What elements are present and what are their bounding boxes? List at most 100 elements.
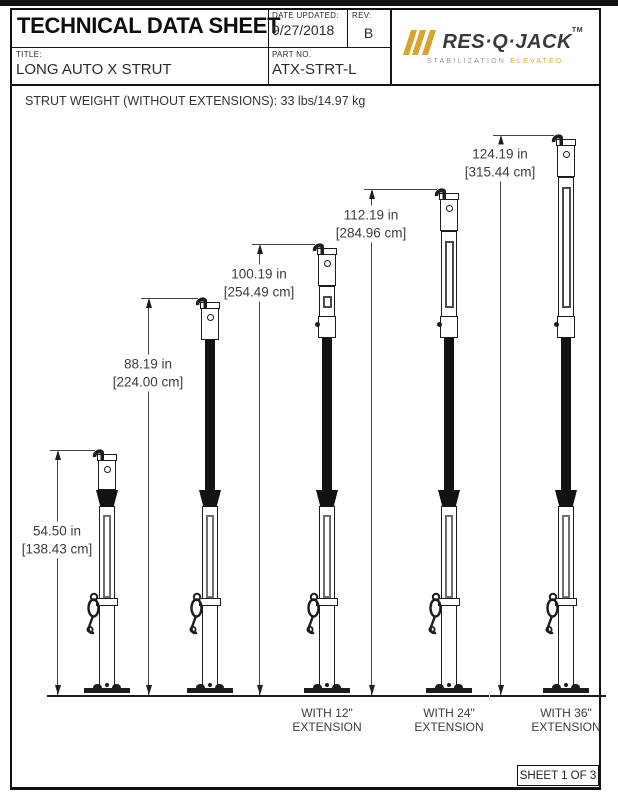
strut-36in-extension-dimension-arrow-down bbox=[497, 685, 504, 695]
strut-collapsed-dimension-arrow-down bbox=[54, 685, 61, 695]
strut-collapsed-dimension-arrow-up bbox=[54, 450, 61, 460]
strut-full-extended-dimension-line bbox=[148, 300, 149, 695]
tagline-stabilization: STABILIZATION bbox=[426, 57, 506, 65]
strut-12in-extension-base-claw-left bbox=[313, 684, 322, 689]
strut-collapsed-base-pin bbox=[105, 683, 109, 687]
strut-36in-extension-extension-line bbox=[493, 135, 554, 136]
strut-collapsed-base-plate bbox=[84, 688, 130, 693]
strut-36in-extension-base-plate bbox=[543, 688, 589, 693]
strut-full-extended-head-block bbox=[201, 308, 219, 340]
date-updated-label: DATE UPDATED: bbox=[272, 11, 339, 20]
strut-12in-extension-caption: WITH 12" EXTENSION bbox=[292, 706, 362, 735]
strut-12in-extension-extension-joint bbox=[318, 316, 336, 338]
strut-12in-extension-dimension-arrow-down bbox=[256, 685, 263, 695]
strut-24in-extension-head-cap bbox=[439, 193, 459, 200]
strut-24in-extension-head-hook-icon bbox=[433, 186, 447, 199]
strut-full-extended-head-hook-icon bbox=[194, 295, 208, 308]
strut-24in-extension-dimension-line bbox=[371, 191, 372, 695]
strut-36in-extension-base-claw-right bbox=[571, 684, 580, 689]
strut-24in-extension-dimension-arrow-up bbox=[368, 189, 375, 199]
strut-12in-extension-collar bbox=[316, 490, 338, 507]
titleblock-vline-1 bbox=[267, 8, 269, 85]
res-q-jack-logo: RES·Q·JACKTM STABILIZATION ELEVATED bbox=[392, 10, 598, 84]
strut-collapsed-base-claw-right bbox=[112, 684, 121, 689]
title-value: LONG AUTO X STRUT bbox=[16, 61, 172, 78]
tagline-elevated: ELEVATED bbox=[510, 57, 564, 65]
strut-24in-extension-screw-tube bbox=[444, 338, 454, 493]
strut-full-extended-base-claw-right bbox=[215, 684, 224, 689]
sheet-number-box: SHEET 1 OF 3 bbox=[517, 765, 599, 786]
strut-12in-extension-ratchet-handle bbox=[304, 591, 322, 638]
strut-24in-extension-extension-joint bbox=[440, 316, 458, 338]
titleblock-vline-3 bbox=[390, 8, 392, 85]
sheet-title: TECHNICAL DATA SHEET bbox=[17, 13, 281, 38]
rev-label: REV: bbox=[352, 11, 372, 20]
strut-36in-extension-ratchet-handle bbox=[543, 591, 561, 638]
strut-collapsed-head-block bbox=[98, 460, 116, 490]
strut-12in-extension-base-pin bbox=[325, 683, 329, 687]
logo-brand-text: RES·Q·JACKTM bbox=[442, 27, 583, 54]
strut-36in-extension-head-hook-icon bbox=[550, 132, 564, 145]
strut-36in-extension-base-claw-left bbox=[552, 684, 561, 689]
strut-24in-extension-base-pin bbox=[447, 683, 451, 687]
strut-24in-extension-caption: WITH 24" EXTENSION bbox=[414, 706, 484, 735]
strut-24in-extension-extension-slot bbox=[444, 241, 454, 308]
strut-collapsed-ground-line bbox=[47, 695, 147, 697]
strut-36in-extension-caption: WITH 36" EXTENSION bbox=[531, 706, 601, 735]
rev-value: B bbox=[363, 25, 374, 41]
strut-12in-extension-head-hole bbox=[323, 260, 331, 267]
strut-36in-extension-collar bbox=[555, 490, 577, 507]
strut-full-extended-ratchet-handle bbox=[187, 591, 205, 638]
strut-24in-extension-base-plate bbox=[426, 688, 472, 693]
strut-full-extended-screw-tube bbox=[205, 340, 215, 493]
strut-36in-extension-extension-slot bbox=[561, 187, 571, 308]
sheet-number-text: SHEET 1 OF 3 bbox=[519, 769, 597, 782]
strut-full-extended-ground-line bbox=[138, 695, 250, 697]
strut-12in-extension-base-claw-right bbox=[332, 684, 341, 689]
strut-12in-extension-screw-tube bbox=[322, 338, 332, 493]
strut-24in-extension-outer-slot bbox=[445, 515, 453, 598]
strut-collapsed-head-hole bbox=[103, 466, 111, 473]
strut-36in-extension-head-cap bbox=[556, 139, 576, 146]
strut-24in-extension-ratchet-handle bbox=[426, 591, 444, 638]
part-no-label: PART NO. bbox=[272, 50, 312, 59]
strut-24in-extension-dimension-label: 112.19 in [284.96 cm] bbox=[332, 205, 410, 243]
trademark-symbol: TM bbox=[571, 26, 584, 34]
strut-24in-extension-joint-pin bbox=[437, 322, 442, 327]
strut-full-extended-base-claw-left bbox=[196, 684, 205, 689]
strut-collapsed-head-cap bbox=[97, 454, 117, 461]
strut-36in-extension-extension-joint bbox=[557, 316, 575, 338]
strut-collapsed-outer-slot bbox=[103, 515, 111, 598]
strut-24in-extension-base-claw-right bbox=[454, 684, 463, 689]
strut-12in-extension-ground-line bbox=[249, 695, 367, 697]
strut-12in-extension-head-cap bbox=[317, 248, 337, 255]
brand-name: RES·Q·JACK bbox=[442, 30, 572, 53]
strut-full-extended-base-pin bbox=[208, 683, 212, 687]
strut-24in-extension-dimension-arrow-down bbox=[368, 685, 375, 695]
strut-36in-extension-head-block bbox=[557, 145, 575, 177]
strut-full-extended-dimension-arrow-down bbox=[145, 685, 152, 695]
strut-24in-extension-base-claw-left bbox=[435, 684, 444, 689]
strut-12in-extension-extension-slot bbox=[322, 296, 332, 308]
strut-collapsed-dimension-line bbox=[57, 452, 58, 695]
strut-collapsed-extension-line bbox=[50, 450, 95, 451]
strut-36in-extension-outer-slot bbox=[562, 515, 570, 598]
strut-36in-extension-screw-tube bbox=[561, 338, 571, 493]
strut-full-extended-dimension-label: 88.19 in [224.00 cm] bbox=[109, 354, 187, 392]
strut-full-extended-dimension-arrow-up bbox=[145, 298, 152, 308]
strut-36in-extension-ground-line bbox=[490, 695, 606, 697]
strut-36in-extension-dimension-label: 124.19 in [315.44 cm] bbox=[461, 144, 539, 182]
strut-full-extended-extension-line bbox=[141, 298, 198, 299]
strut-12in-extension-extension-line bbox=[252, 244, 315, 245]
titleblock-bottom-line bbox=[10, 84, 599, 86]
strut-24in-extension-head-hole bbox=[445, 205, 453, 212]
title-label: TITLE: bbox=[16, 50, 42, 59]
strut-12in-extension-dimension-arrow-up bbox=[256, 244, 263, 254]
date-updated-value: 9/27/2018 bbox=[272, 22, 335, 38]
strut-12in-extension-outer-slot bbox=[323, 515, 331, 598]
strut-36in-extension-dimension-arrow-up bbox=[497, 135, 504, 145]
strut-24in-extension-extension-line bbox=[364, 189, 437, 190]
titleblock-vline-2 bbox=[346, 8, 348, 47]
